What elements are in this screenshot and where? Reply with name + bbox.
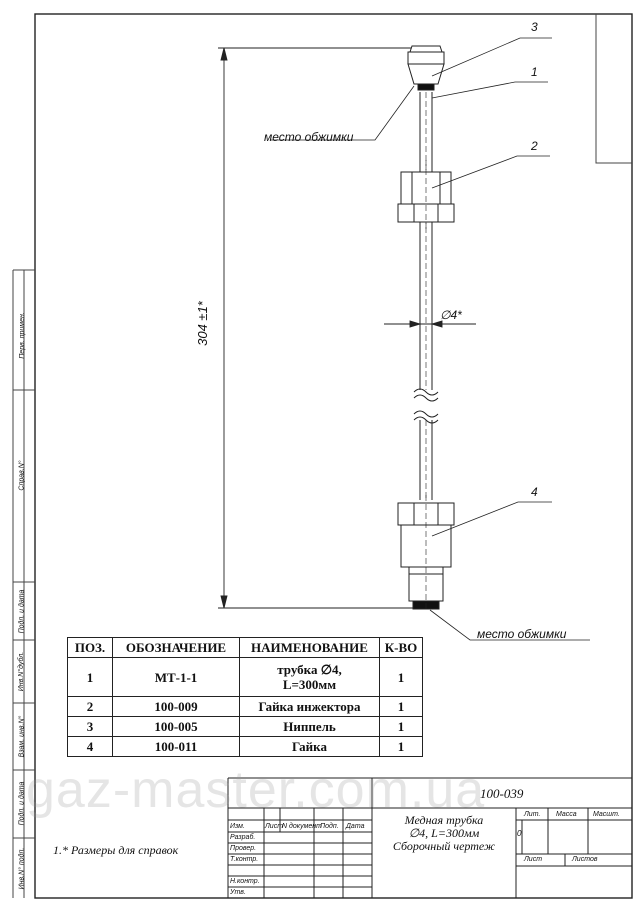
row-qty: 1 xyxy=(379,657,423,697)
tb-row-norm-control: Н.контр. xyxy=(230,878,260,885)
tb-col-sign: Подп. xyxy=(320,823,339,830)
table-row: 1 МТ-1-1 трубка ∅4, L=300мм 1 xyxy=(67,657,423,697)
tb-col-doc: N документ xyxy=(282,823,322,830)
tb-row-checker: Провер. xyxy=(230,845,257,852)
doc-number: 100-039 xyxy=(480,786,524,801)
nipple xyxy=(407,45,445,91)
drawing-frame xyxy=(34,13,633,899)
doc-title: Медная трубка ∅4, L=300мм Сборочный черт… xyxy=(392,813,496,853)
leader-lines xyxy=(270,37,590,641)
row-name: трубка ∅4, L=300мм xyxy=(239,657,380,697)
tube xyxy=(413,92,439,500)
col-pos: ПОЗ. xyxy=(67,637,113,658)
row-code: 100-005 xyxy=(112,716,240,737)
side-label-first-use: Перв. примен. xyxy=(18,311,26,359)
side-label-replace-inv: Взам. инв.N° xyxy=(18,715,26,757)
side-label-dup-inv: Инв.N°дубл. xyxy=(18,651,26,691)
side-label-orig-inv: Инв.N° подп. xyxy=(18,847,26,889)
row-code: 100-011 xyxy=(112,736,240,757)
row-qty: 1 xyxy=(379,736,423,757)
table-row: 2 100-009 Гайка инжектора 1 xyxy=(67,696,423,717)
tb-lit-value: 0 xyxy=(517,829,522,838)
row-qty: 1 xyxy=(379,716,423,737)
row-name: Ниппель xyxy=(239,716,380,737)
col-qty: К-ВО xyxy=(379,637,423,658)
position-label-4: 4 xyxy=(531,485,538,499)
crimp-label-bottom: место обжимки xyxy=(477,627,567,641)
col-code: ОБОЗНАЧЕНИЕ xyxy=(112,637,240,658)
row-qty: 1 xyxy=(379,696,423,717)
row-name: Гайка инжектора xyxy=(239,696,380,717)
side-label-sign-date-1: Подп. и дата xyxy=(18,589,26,633)
tb-col-list: Лист xyxy=(265,823,284,830)
row-code: МТ-1-1 xyxy=(112,657,240,697)
length-dimension xyxy=(218,47,420,609)
tb-col-izm: Изм. xyxy=(230,823,245,830)
tb-row-approved: Утв. xyxy=(230,889,246,896)
table-row: 3 100-005 Ниппель 1 xyxy=(67,716,423,737)
row-name: Гайка xyxy=(239,736,380,757)
diameter-label: ∅4* xyxy=(440,308,462,322)
length-label: 304 ±1* xyxy=(194,301,210,346)
tb-sheet: Лист xyxy=(524,856,543,863)
tb-mass: Масса xyxy=(556,811,577,818)
tb-lit: Лит. xyxy=(524,811,541,818)
diameter-dimension xyxy=(384,320,476,328)
tb-sheets: Листов xyxy=(572,856,598,863)
position-label-3: 3 xyxy=(531,20,538,34)
bottom-nut xyxy=(397,495,455,610)
table-row: 4 100-011 Гайка 1 xyxy=(67,736,423,757)
injector-nut xyxy=(397,160,455,230)
position-label-1: 1 xyxy=(531,65,538,79)
row-pos: 1 xyxy=(67,657,113,697)
watermark: gaz-master.com.ua xyxy=(26,761,486,819)
title-block-lines xyxy=(227,777,632,898)
crimp-label-top: место обжимки xyxy=(264,130,354,144)
side-label-reference: Справ.N° xyxy=(18,459,26,491)
spec-table-header: ПОЗ. ОБОЗНАЧЕНИЕ НАИМЕНОВАНИЕ К-ВО xyxy=(67,637,423,658)
row-pos: 2 xyxy=(67,696,113,717)
col-name: НАИМЕНОВАНИЕ xyxy=(239,637,380,658)
tb-scale: Масшт. xyxy=(593,811,620,818)
reference-note: 1.* Размеры для справок xyxy=(53,843,179,857)
row-pos: 3 xyxy=(67,716,113,737)
spec-table: ПОЗ. ОБОЗНАЧЕНИЕ НАИМЕНОВАНИЕ К-ВО 1 МТ-… xyxy=(67,637,423,757)
row-pos: 4 xyxy=(67,736,113,757)
position-label-2: 2 xyxy=(531,139,538,153)
tb-row-developer: Разраб. xyxy=(230,834,256,841)
tb-col-date: Дата xyxy=(346,823,365,830)
tb-row-tech-control: Т.контр. xyxy=(230,856,259,863)
corner-stamp xyxy=(595,14,632,164)
row-code: 100-009 xyxy=(112,696,240,717)
